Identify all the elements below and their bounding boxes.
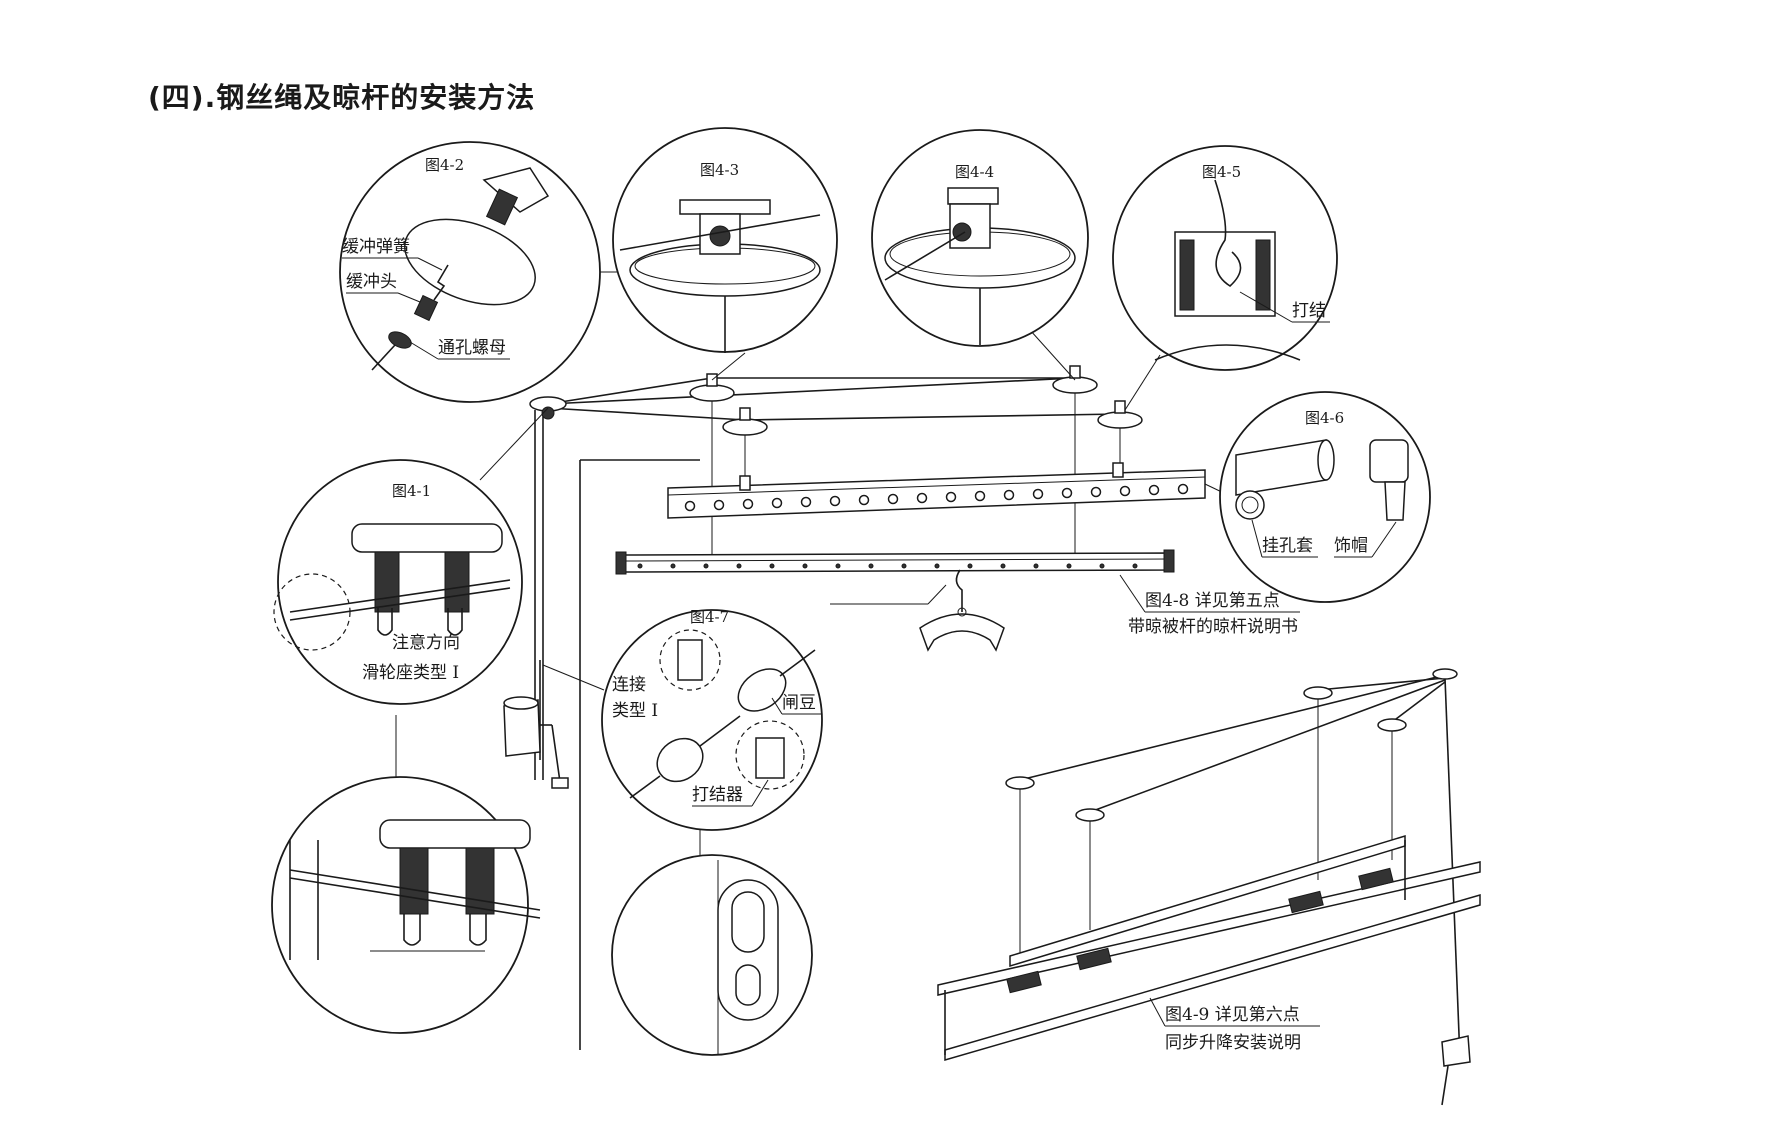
rod-hole	[945, 491, 957, 503]
rod-hole	[829, 495, 841, 507]
detail-circle-4-2	[339, 141, 620, 403]
rod-hole	[1090, 486, 1102, 498]
rod-hole	[742, 498, 754, 510]
detail-circle-connect-type2	[611, 854, 813, 1056]
fig-4-3-label: 图4-3	[700, 161, 739, 179]
corner-pulley	[529, 396, 567, 420]
fig-4-7-label: 图4-7	[690, 608, 729, 626]
page-title: (四).钢丝绳及晾杆的安装方法	[148, 81, 536, 114]
rail-dot	[736, 563, 742, 569]
hand-crank	[503, 696, 569, 789]
rail-dot	[835, 563, 841, 569]
label-note-direction: 注意方向	[392, 633, 460, 653]
rail-dot	[1099, 563, 1105, 569]
label-buffer-spring: 缓冲弹簧	[342, 237, 410, 257]
rail-dot	[901, 563, 907, 569]
rail-dot	[967, 563, 973, 569]
rod-hole	[713, 499, 725, 511]
label-stopper: 闸豆	[782, 693, 816, 713]
rod-hole	[1119, 485, 1131, 497]
label-buffer-head: 缓冲头	[346, 272, 397, 292]
rod-hole	[1061, 487, 1073, 499]
detail-circle-4-4	[871, 129, 1089, 381]
label-connect-1: 连接	[612, 675, 646, 695]
ceiling-mounts	[689, 365, 1143, 436]
rod-hole	[1177, 483, 1189, 495]
rod-hole	[1148, 484, 1160, 496]
rail-dot	[1066, 563, 1072, 569]
rod-hole	[974, 490, 986, 502]
rod-hole	[684, 500, 696, 512]
aluminium-rail	[615, 549, 1175, 575]
sync-lift-assembly	[937, 668, 1481, 1106]
rail-dot	[637, 563, 643, 569]
rod-hole	[1032, 488, 1044, 500]
label-pulley-type1: 滑轮座类型 I	[362, 663, 459, 683]
rail-dot	[670, 563, 676, 569]
rail-dot	[1132, 563, 1138, 569]
label-through-nut: 通孔螺母	[438, 338, 506, 358]
rail-dot	[703, 563, 709, 569]
fig-4-1-label: 图4-1	[392, 482, 431, 500]
rod-hole	[858, 494, 870, 506]
detail-circle-4-3	[612, 127, 838, 381]
fig-4-4-label: 图4-4	[955, 163, 994, 181]
rod-hole	[1003, 489, 1015, 501]
rod-hole	[771, 497, 783, 509]
label-knotter: 打结器	[692, 785, 743, 805]
fig-4-2-label: 图4-2	[425, 156, 464, 174]
detail-circle-4-5	[1112, 145, 1338, 411]
label-cap: 饰帽	[1334, 536, 1368, 556]
rail-dot	[802, 563, 808, 569]
fig-4-6-label: 图4-6	[1305, 409, 1344, 427]
rod-holes	[684, 483, 1189, 512]
rail-dots	[637, 563, 1138, 569]
rod-hole	[887, 493, 899, 505]
fig-4-5-label: 图4-5	[1202, 163, 1241, 181]
label-hook-sleeve: 挂孔套	[1262, 536, 1313, 556]
rod-hole	[916, 492, 928, 504]
rail-dot	[769, 563, 775, 569]
rail-dot	[1033, 563, 1039, 569]
drying-rod	[667, 462, 1206, 519]
label-fig-4-8-line1: 图4-8 详见第五点	[1145, 591, 1280, 611]
rod-hole	[800, 496, 812, 508]
label-fig-4-9-line2: 同步升降安装说明	[1165, 1033, 1301, 1053]
label-knot: 打结	[1292, 301, 1326, 321]
label-fig-4-9-line1: 图4-9 详见第六点	[1165, 1005, 1300, 1025]
rail-dot	[934, 563, 940, 569]
detail-circle-pulley-type2	[271, 776, 541, 1034]
detail-circle-4-1	[273, 407, 549, 705]
rail-dot	[868, 563, 874, 569]
detail-circle-4-7	[542, 609, 823, 831]
rail-dot	[1000, 563, 1006, 569]
label-fig-4-8-line2: 带晾被杆的晾杆说明书	[1128, 617, 1298, 637]
aluminium-hanger	[919, 569, 1005, 652]
label-type-1: 类型 I	[612, 701, 658, 721]
